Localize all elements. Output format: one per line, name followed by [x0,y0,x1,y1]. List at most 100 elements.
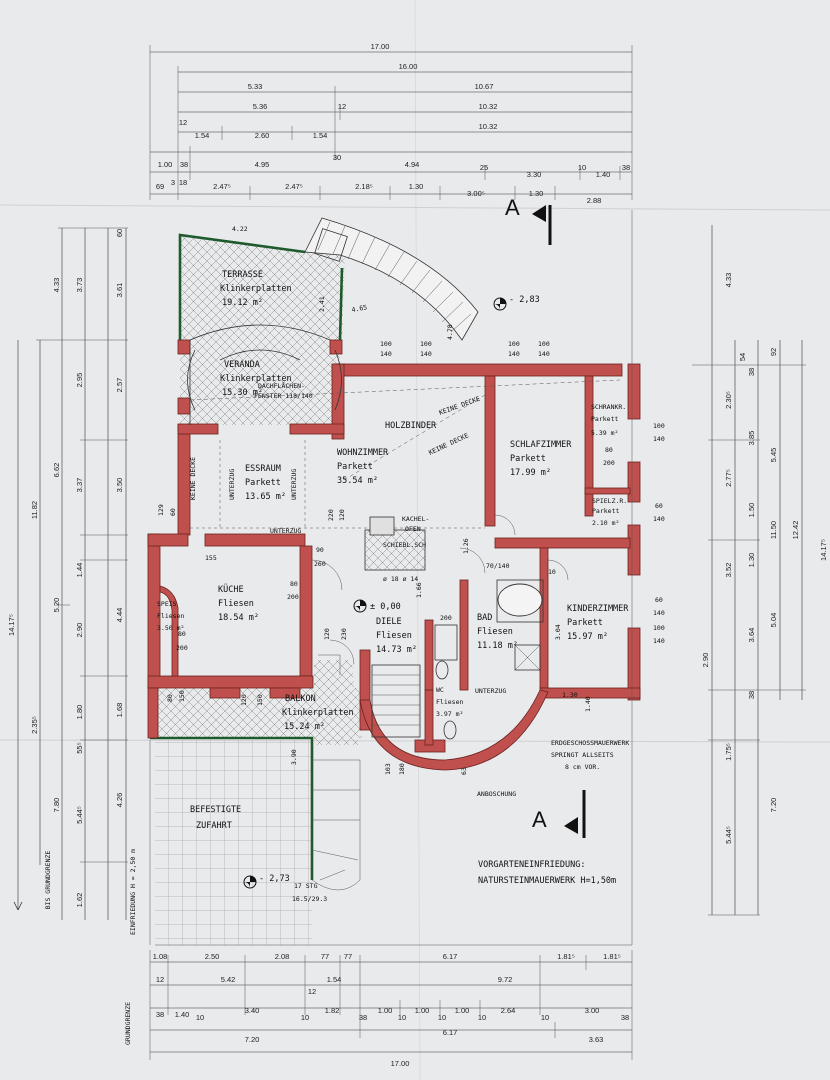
svg-text:4.95: 4.95 [255,160,270,169]
svg-text:3.04: 3.04 [554,624,562,640]
svg-text:KACHEL-: KACHEL- [402,515,429,523]
svg-text:80: 80 [166,694,174,702]
svg-text:Fliesen: Fliesen [218,599,254,609]
svg-text:2.10 m²: 2.10 m² [592,519,619,527]
svg-text:6.62: 6.62 [52,463,61,478]
svg-text:38: 38 [621,1013,629,1022]
svg-text:4.26: 4.26 [115,793,124,808]
svg-text:3.85: 3.85 [747,431,756,446]
svg-text:230: 230 [340,628,348,640]
svg-text:10: 10 [578,163,586,172]
dimensions-right: 4.33 2.30⁵ 2.77⁵ 3.52 2.90 1.75⁵ 5.44⁵ 5… [692,225,828,916]
room-wc: WC [436,686,444,694]
svg-text:Parkett: Parkett [591,415,618,423]
room-bad: BAD [477,613,492,623]
svg-text:4.65: 4.65 [351,303,368,314]
svg-text:260: 260 [314,560,326,568]
svg-text:5.36: 5.36 [253,102,268,111]
svg-text:12: 12 [338,102,346,111]
level-markers: - 2,73 [243,599,367,889]
svg-text:8 cm VOR.: 8 cm VOR. [565,763,600,771]
svg-text:200: 200 [440,614,452,622]
svg-text:6.17: 6.17 [443,1028,458,1037]
svg-text:3: 3 [171,178,175,187]
svg-text:5.44⁵: 5.44⁵ [724,826,733,844]
svg-text:120: 120 [323,628,331,640]
svg-text:2.41: 2.41 [318,296,326,312]
zufahrt-label: BEFESTIGTE [190,805,241,815]
svg-text:3.64: 3.64 [747,628,756,643]
svg-text:1.54: 1.54 [313,131,328,140]
svg-text:Fliesen: Fliesen [436,698,463,706]
svg-text:140: 140 [653,637,665,645]
svg-text:30: 30 [333,153,341,162]
room-essraum: ESSRAUM [245,464,281,474]
svg-text:100: 100 [508,340,520,348]
svg-text:200: 200 [287,593,299,601]
svg-text:2.57: 2.57 [115,378,124,393]
svg-text:2.30⁵: 2.30⁵ [724,391,733,409]
svg-text:38: 38 [156,1010,164,1019]
room-balkon: BALKON [285,694,316,704]
svg-text:Parkett: Parkett [592,507,619,515]
svg-text:3.73: 3.73 [75,278,84,293]
svg-text:1.81⁵: 1.81⁵ [603,952,621,961]
svg-text:120: 120 [240,694,248,706]
svg-text:100: 100 [420,340,432,348]
svg-text:200: 200 [603,459,615,467]
svg-text:2.90: 2.90 [75,623,84,638]
svg-text:10.67: 10.67 [475,82,494,91]
svg-text:38: 38 [747,691,756,699]
svg-text:SPRINGT ALLSEITS: SPRINGT ALLSEITS [551,751,614,759]
svg-text:140: 140 [508,350,520,358]
svg-text:4.44: 4.44 [115,608,124,623]
svg-text:77: 77 [344,952,352,961]
svg-text:92: 92 [769,348,778,356]
svg-text:140: 140 [538,350,550,358]
svg-text:18: 18 [179,178,187,187]
outline-green [150,233,344,880]
svg-text:1.30: 1.30 [529,189,544,198]
svg-text:12.42: 12.42 [791,521,800,540]
svg-text:220: 220 [327,509,335,521]
room-spielz: SPIELZ.R. [592,497,627,505]
svg-text:19.12 m²: 19.12 m² [222,298,263,308]
svg-text:KEINE DECKE: KEINE DECKE [427,431,469,456]
section-marker-top: A [505,195,552,245]
room-schrank: SCHRANKR. [591,403,626,411]
svg-text:2.77⁵: 2.77⁵ [724,469,733,487]
svg-text:129: 129 [157,504,165,516]
svg-text:BIS GRUNDGRENZE: BIS GRUNDGRENZE [44,851,52,910]
svg-text:100: 100 [653,624,665,632]
svg-text:120: 120 [338,509,346,521]
room-schlafzimmer: SCHLAFZIMMER [510,440,572,450]
svg-text:UNTERZUG: UNTERZUG [270,527,301,535]
svg-text:16.5/29.3: 16.5/29.3 [292,895,327,903]
svg-text:15.30 m²: 15.30 m² [222,388,263,398]
svg-text:Klinkerplatten: Klinkerplatten [282,708,354,718]
svg-text:10: 10 [548,568,556,576]
svg-text:A: A [532,807,547,832]
svg-text:GRUNDGRENZE: GRUNDGRENZE [124,1002,132,1045]
svg-text:OFEN: OFEN [405,525,421,533]
svg-text:1.81⁵: 1.81⁵ [557,952,575,961]
interior-lines [149,210,633,946]
svg-text:17.00: 17.00 [391,1059,410,1068]
svg-text:14.17⁵: 14.17⁵ [819,539,828,561]
svg-text:3.40: 3.40 [245,1006,260,1015]
svg-text:35.54 m²: 35.54 m² [337,476,378,486]
section-marker-bottom: A [532,790,586,838]
svg-text:1.54: 1.54 [327,975,342,984]
svg-text:10: 10 [541,1013,549,1022]
svg-text:UNTERZUG: UNTERZUG [290,469,298,500]
svg-text:Fliesen: Fliesen [157,612,184,620]
svg-text:SCHIEBL.SCH: SCHIEBL.SCH [383,541,426,549]
svg-text:10: 10 [301,1013,309,1022]
svg-text:5.42: 5.42 [221,975,236,984]
outdoor-surfaces [150,232,362,945]
svg-text:3.52: 3.52 [724,563,733,578]
room-kinderzimmer: KINDERZIMMER [567,604,629,614]
svg-text:12: 12 [179,118,187,127]
svg-text:2.88: 2.88 [587,196,602,205]
svg-text:ZUFAHRT: ZUFAHRT [196,821,232,831]
